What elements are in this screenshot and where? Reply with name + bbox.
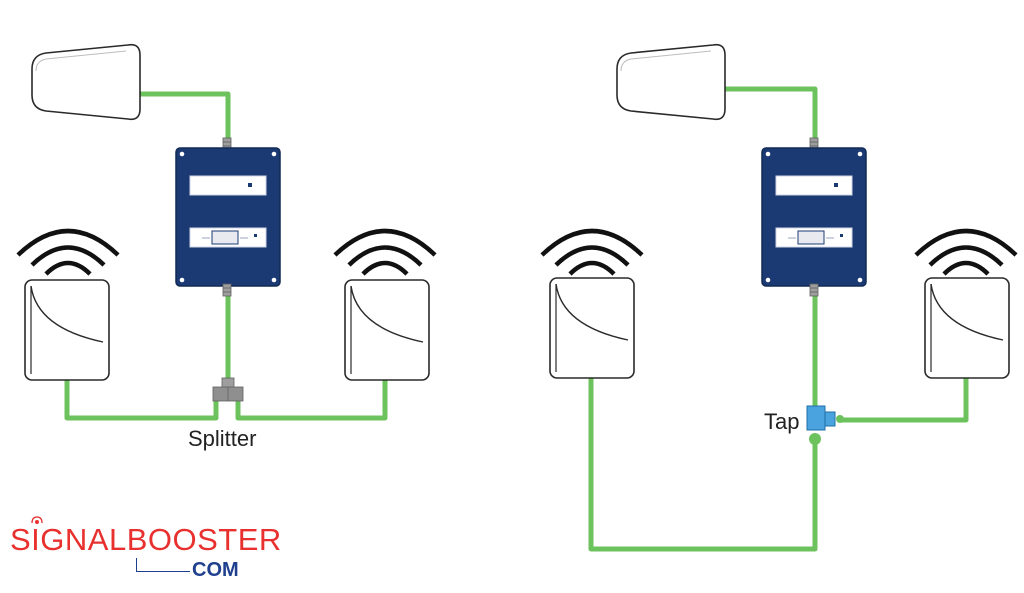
outdoor-antenna-icon: [31, 43, 141, 121]
signal-booster-icon: [761, 147, 867, 287]
cable-splitter-to-left-panel: [64, 380, 219, 421]
logo-suffix: COM: [192, 559, 239, 581]
cable-outdoor-to-booster-right: [722, 86, 818, 140]
cable-tap-to-left-panel: [588, 378, 818, 552]
signal-waves-icon: [542, 231, 642, 274]
tap-label: Tap: [764, 409, 800, 434]
splitter-icon: [212, 377, 244, 402]
logo-signal-icon: [31, 516, 43, 524]
logo-rule-vertical: [136, 558, 137, 572]
tap-icon: [806, 405, 844, 445]
signalbooster-logo: SIGNALBOOSTER COM: [10, 516, 300, 584]
left-diagram: [18, 43, 435, 421]
right-diagram: [542, 43, 1016, 552]
splitter-label: Splitter: [188, 426, 257, 451]
panel-antenna-icon: [24, 279, 110, 381]
panel-antenna-icon: [344, 279, 430, 381]
signal-waves-icon: [335, 231, 435, 274]
signal-waves-icon: [916, 231, 1016, 274]
cable-splitter-to-right-panel: [235, 380, 388, 421]
outdoor-antenna-icon: [616, 43, 726, 121]
connector-icon: [222, 283, 232, 297]
logo-wordmark: SIGNALBOOSTER: [10, 522, 282, 557]
cable-tap-to-right-panel: [838, 378, 969, 423]
panel-antenna-icon: [549, 277, 635, 379]
panel-antenna-icon: [924, 277, 1010, 379]
signal-booster-icon: [175, 147, 281, 287]
connector-icon: [809, 283, 819, 297]
logo-rule-horizontal: [136, 571, 190, 572]
signal-waves-icon: [18, 231, 118, 274]
cable-outdoor-to-booster-left: [138, 91, 231, 140]
